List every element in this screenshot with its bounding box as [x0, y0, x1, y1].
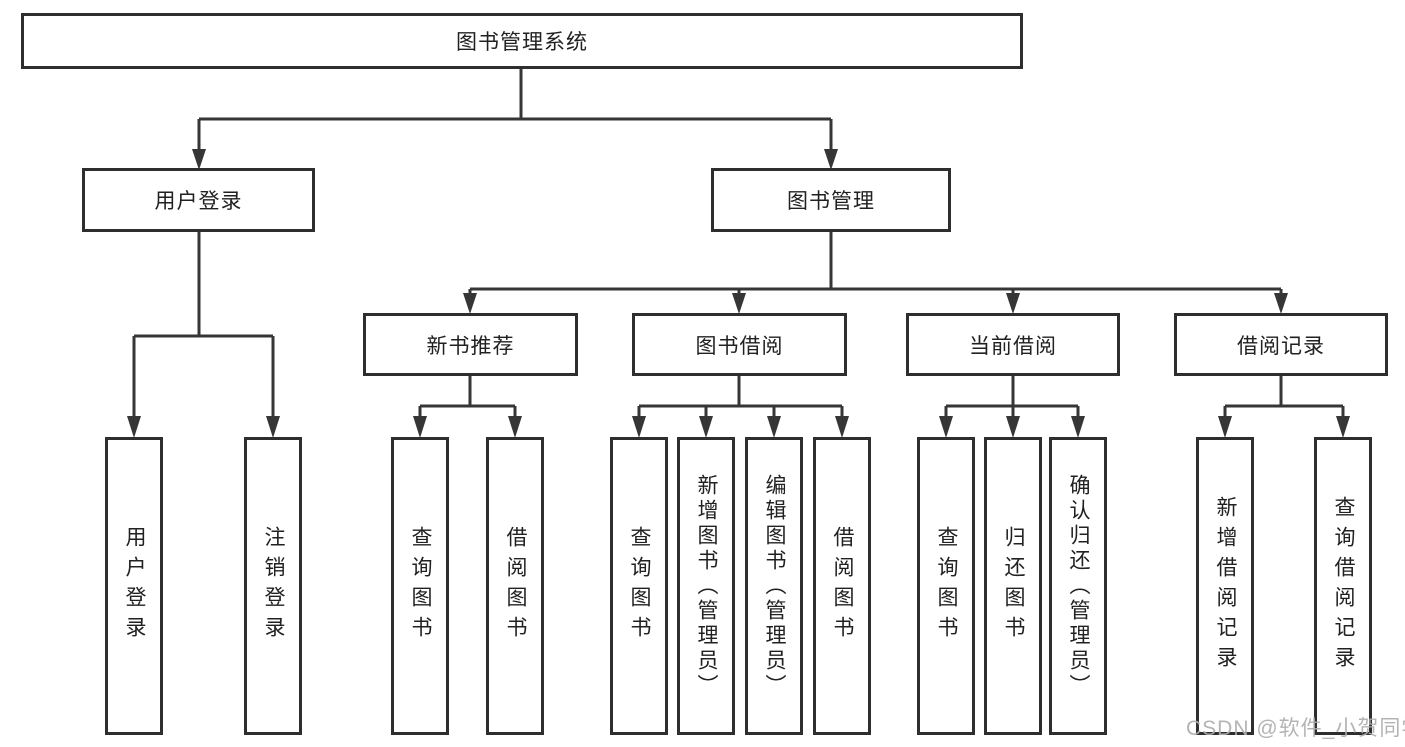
- leaf-query-books-2: 查询图书: [610, 437, 668, 735]
- node-label: 当前借阅: [969, 334, 1057, 358]
- leaf-user-login: 用户登录: [105, 437, 163, 735]
- leaf-edit-book-admin: 编辑图书（管理员）: [745, 437, 803, 735]
- node-book-borrow: 图书借阅: [632, 313, 847, 376]
- node-label: 新增借阅记录: [1214, 496, 1237, 676]
- leaf-return-book: 归还图书: [984, 437, 1042, 735]
- node-label: 注销登录: [262, 526, 285, 646]
- node-label: 查询图书: [628, 526, 651, 646]
- leaf-borrow-books-2: 借阅图书: [813, 437, 871, 735]
- node-label: 借阅图书: [504, 526, 527, 646]
- node-label: 用户登录: [123, 526, 146, 646]
- node-root-library-system: 图书管理系统: [21, 13, 1023, 69]
- node-label: 查询借阅记录: [1332, 496, 1355, 676]
- leaf-query-borrow-record: 查询借阅记录: [1314, 437, 1372, 735]
- leaf-query-books-3: 查询图书: [917, 437, 975, 735]
- node-label: 新书推荐: [426, 334, 515, 358]
- node-user-login: 用户登录: [82, 168, 315, 232]
- node-label: 借阅记录: [1237, 334, 1325, 358]
- leaf-add-book-admin: 新增图书（管理员）: [677, 437, 735, 735]
- node-label: 借阅图书: [831, 526, 854, 646]
- node-label: 图书管理系统: [456, 31, 588, 54]
- leaf-borrow-books-1: 借阅图书: [486, 437, 544, 735]
- node-label: 查询图书: [935, 526, 958, 646]
- leaf-add-borrow-record: 新增借阅记录: [1196, 437, 1254, 735]
- node-borrow-records: 借阅记录: [1174, 313, 1388, 376]
- node-current-borrow: 当前借阅: [906, 313, 1120, 376]
- node-label: 归还图书: [1002, 526, 1025, 646]
- leaf-confirm-return-admin: 确认归还（管理员）: [1049, 437, 1107, 735]
- leaf-query-books-1: 查询图书: [391, 437, 449, 735]
- node-label: 图书借阅: [695, 334, 784, 358]
- node-label: 图书管理: [787, 190, 875, 213]
- csdn-watermark: CSDN @软件_小贺同学: [1186, 717, 1405, 740]
- node-new-book-recommend: 新书推荐: [363, 313, 578, 376]
- node-book-management: 图书管理: [711, 168, 951, 232]
- node-label: 用户登录: [154, 190, 243, 213]
- node-label: 新增图书（管理员）: [695, 473, 718, 699]
- leaf-logout: 注销登录: [244, 437, 302, 735]
- node-label: 编辑图书（管理员）: [763, 473, 786, 699]
- node-label: 确认归还（管理员）: [1067, 473, 1090, 699]
- node-label: 查询图书: [409, 526, 432, 646]
